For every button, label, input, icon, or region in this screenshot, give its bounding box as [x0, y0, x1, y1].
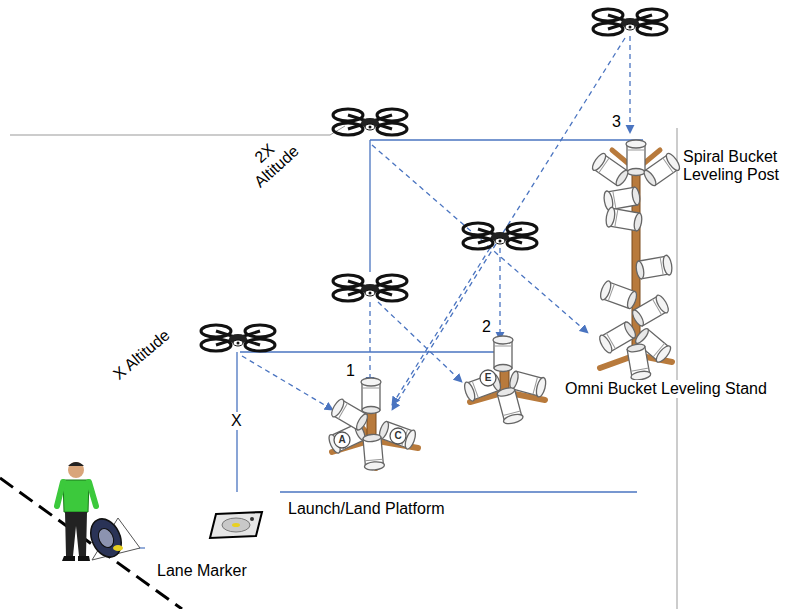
callout-number: 2 — [482, 318, 491, 336]
part-label: Omni Bucket Leveling Stand — [563, 380, 769, 398]
altitude-label: 2X Altitude — [236, 126, 307, 195]
altitude-label: X Altitude — [110, 326, 174, 384]
bucket-letter: E — [485, 373, 492, 383]
dimension-label: X — [229, 412, 244, 430]
bucket-letter: C — [394, 431, 401, 441]
part-label: Lane Marker — [157, 562, 247, 580]
callout-number: 1 — [346, 362, 355, 380]
callout-number: 3 — [612, 113, 621, 131]
part-label: Spiral Bucket Leveling Post — [683, 148, 795, 185]
part-label: Launch/Land Platform — [288, 500, 445, 518]
bucket-letter: A — [338, 435, 345, 445]
